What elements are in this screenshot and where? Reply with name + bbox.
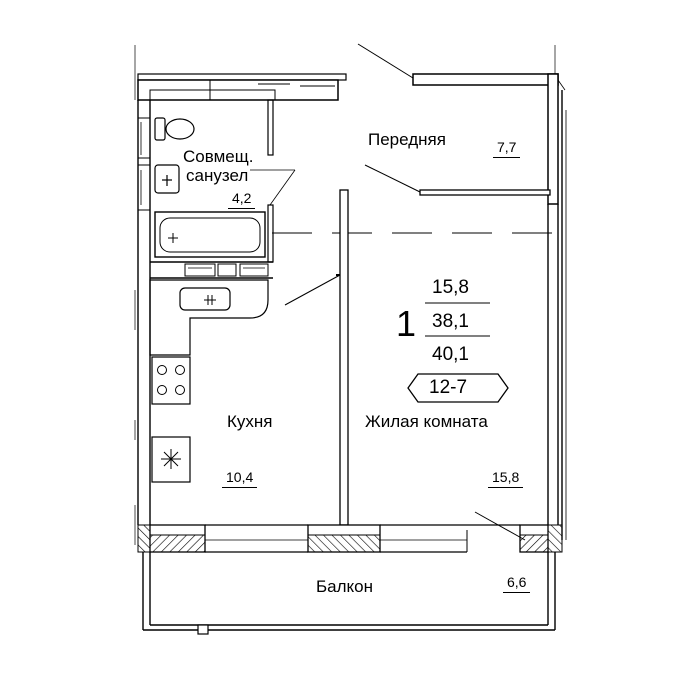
living-area-total: 15,8 [432, 277, 469, 298]
apartment-code: 12-7 [429, 377, 468, 398]
hall-label: Передняя [368, 130, 446, 149]
kitchen-counter [149, 279, 269, 483]
apartment-code-frame [407, 373, 509, 403]
balcony-outline [142, 552, 556, 635]
living-room-area: 15,8 [488, 470, 524, 488]
bathroom-sink [154, 164, 180, 194]
guide-lines [134, 45, 556, 545]
hall-partition [364, 164, 551, 196]
bathroom-walls [150, 99, 296, 279]
kitchen-label: Кухня [227, 412, 273, 431]
total-with-balcony-area: 40,1 [432, 344, 469, 365]
total-area: 38,1 [432, 311, 469, 332]
kitchen-living-partition [284, 189, 349, 526]
right-wall [547, 90, 567, 540]
rooms-count: 1 [396, 303, 417, 344]
living-room-label: Жилая комната [365, 412, 488, 431]
bathroom-area: 4,2 [228, 191, 256, 209]
kitchen-area: 10,4 [222, 470, 258, 488]
top-wall [137, 43, 566, 205]
left-wall [137, 100, 151, 525]
toilet-fixture [154, 117, 195, 141]
balcony-label: Балкон [316, 577, 374, 596]
bathroom-label-line2: санузел [186, 166, 249, 185]
bathtub-fixture [154, 211, 266, 258]
balcony-area: 6,6 [503, 575, 531, 593]
hall-area: 7,7 [493, 140, 521, 158]
bottom-wall [137, 511, 563, 553]
bathroom-label-line1: Совмещ. [183, 147, 254, 166]
